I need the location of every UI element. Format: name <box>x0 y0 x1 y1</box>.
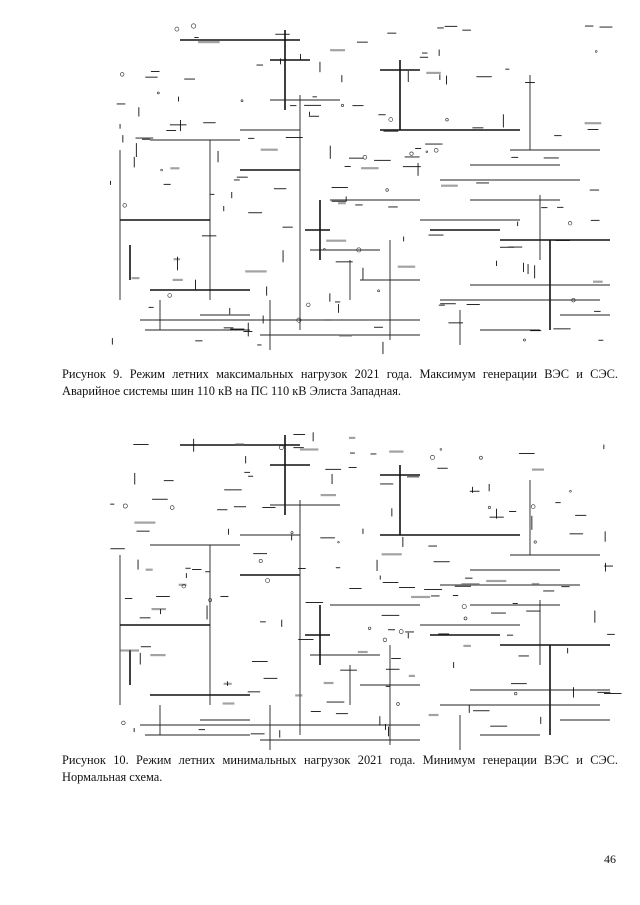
scheme-nodes <box>110 23 613 355</box>
network-scheme-svg-1 <box>110 23 613 355</box>
scheme-lines <box>119 435 610 750</box>
power-network-diagram-figure-9 <box>0 0 640 360</box>
network-scheme-svg-2 <box>110 432 622 750</box>
scheme-lines <box>119 30 610 350</box>
power-network-diagram-figure-10 <box>0 405 640 750</box>
page-number: 46 <box>604 852 616 866</box>
scheme-nodes <box>110 432 622 738</box>
figure-10-caption: Рисунок 10. Режим летних минимальных наг… <box>62 753 618 784</box>
figure-9-caption: Рисунок 9. Режим летних максимальных наг… <box>62 367 618 398</box>
